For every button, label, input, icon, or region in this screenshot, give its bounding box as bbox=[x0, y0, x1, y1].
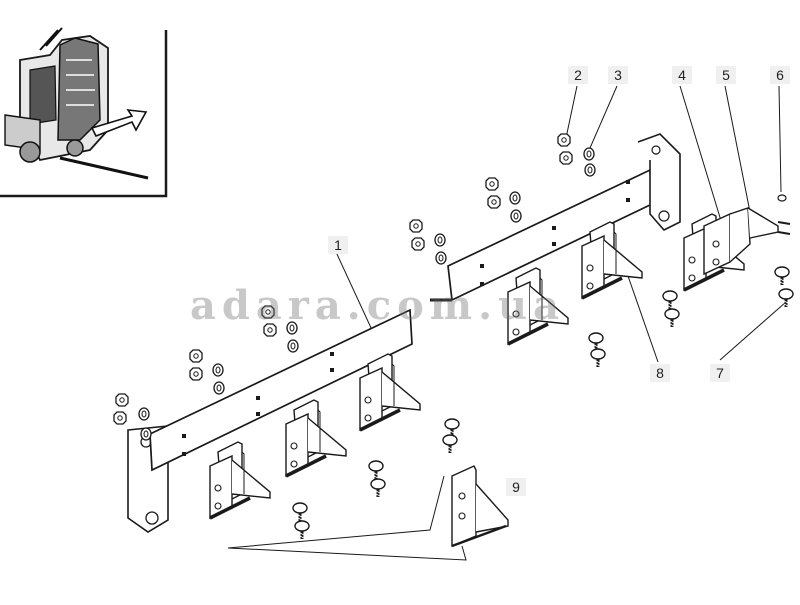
callout-8: 8 bbox=[650, 364, 670, 382]
leader-lines bbox=[227, 85, 787, 561]
callout-6: 6 bbox=[770, 66, 790, 84]
inset-harvester-illustration bbox=[0, 27, 168, 198]
bracket-assemblies bbox=[208, 207, 791, 548]
callout-4: 4 bbox=[672, 66, 692, 84]
callout-3: 3 bbox=[608, 66, 628, 84]
bolts bbox=[291, 194, 795, 541]
callout-1: 1 bbox=[328, 236, 348, 254]
callout-2: 2 bbox=[568, 66, 588, 84]
callout-7: 7 bbox=[710, 364, 730, 382]
watermark-text: adara.com.ua bbox=[190, 282, 566, 329]
right-support-bar bbox=[430, 133, 681, 302]
callout-5: 5 bbox=[716, 66, 736, 84]
callout-9: 9 bbox=[506, 478, 526, 496]
